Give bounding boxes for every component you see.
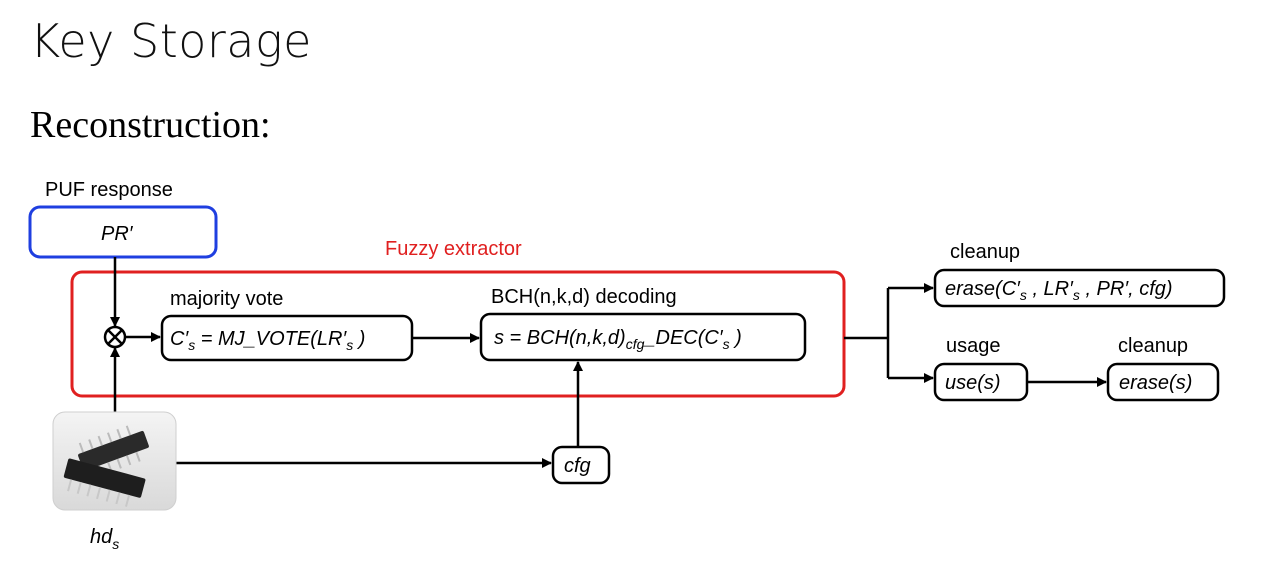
- usage-value: use(s): [945, 372, 1001, 394]
- fuzzy-extractor-box: [70, 270, 846, 398]
- usage-label: usage: [946, 335, 1001, 357]
- cleanup-equation: erase(C′s , LR′s , PR′, cfg): [945, 278, 1173, 303]
- cleanup-2-box: [1106, 362, 1220, 402]
- cleanup-2-value: erase(s): [1119, 372, 1192, 394]
- cleanup-2-label: cleanup: [1118, 335, 1188, 357]
- majority-vote-equation: C′s = MJ_VOTE(LR′s ): [170, 328, 365, 353]
- bch-decoding-equation: s = BCH(n,k,d)cfg_DEC(C′s ): [494, 327, 742, 352]
- bch-decoding-label: BCH(n,k,d) decoding: [491, 286, 677, 308]
- cfg-box: [551, 445, 611, 485]
- cfg-label: cfg: [564, 455, 591, 477]
- circled-times-icon: [103, 325, 127, 349]
- fuzzy-extractor-label: Fuzzy extractor: [385, 238, 522, 260]
- puf-response-value: PR′: [101, 223, 134, 245]
- puf-response-label: PUF response: [45, 179, 173, 201]
- cleanup-box: [933, 268, 1226, 308]
- helper-data-label: hds: [90, 526, 119, 552]
- slide-subtitle: Reconstruction:: [30, 104, 271, 146]
- cleanup-label: cleanup: [950, 241, 1020, 263]
- ic-chip-icon: [52, 411, 177, 511]
- slide-title: Key Storage: [30, 14, 312, 68]
- bch-decoding-box: [479, 312, 807, 362]
- puf-response-box: [28, 205, 218, 259]
- majority-vote-label: majority vote: [170, 288, 283, 310]
